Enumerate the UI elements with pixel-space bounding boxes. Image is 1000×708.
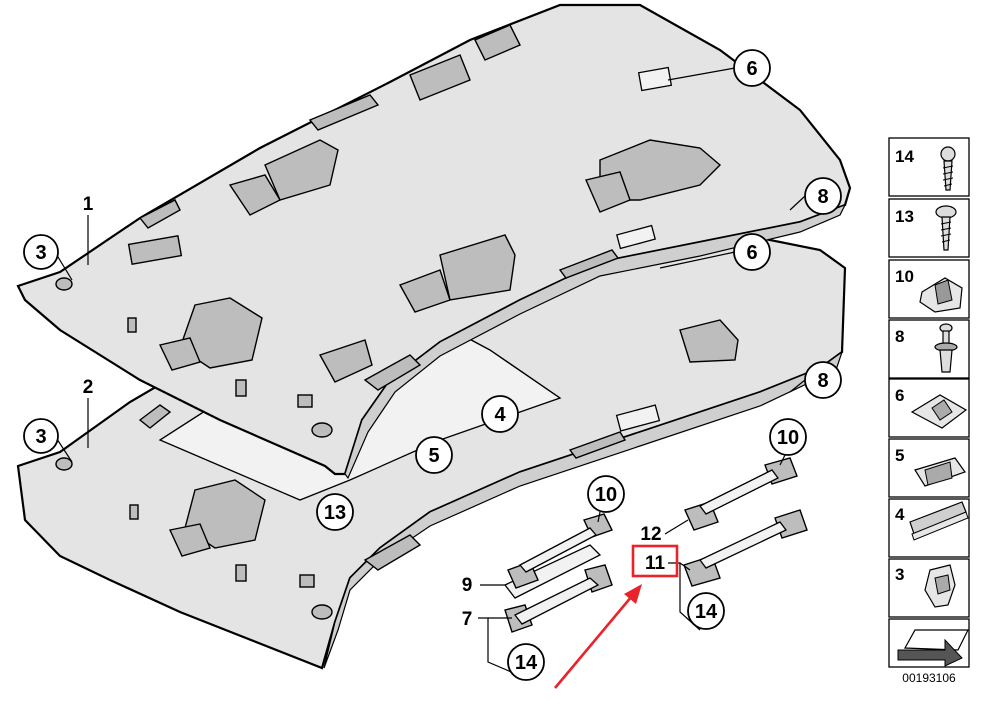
bracket-icon <box>910 394 968 429</box>
legend-item-10: 10 <box>888 259 970 319</box>
callout-6a-label: 6 <box>746 58 757 80</box>
label-2: 2 <box>83 377 94 398</box>
clip-icon <box>919 277 963 313</box>
push-pin-icon <box>934 323 958 373</box>
callout-5: 5 <box>415 436 453 474</box>
screw-icon <box>940 146 956 191</box>
legend-10-label: 10 <box>895 267 914 286</box>
label-1: 1 <box>83 194 94 215</box>
highlight-box <box>631 544 679 578</box>
clamp-icon <box>914 457 966 487</box>
legend-item-3: 3 <box>888 558 970 618</box>
legend-6-label: 6 <box>895 386 904 405</box>
label-7: 7 <box>462 609 473 630</box>
callout-3a: 3 <box>23 234 59 270</box>
callout-10b-label: 10 <box>777 427 799 449</box>
arrow-icon <box>897 629 969 667</box>
label-12: 12 <box>640 524 661 545</box>
callout-6b-label: 6 <box>746 242 757 264</box>
legend-item-14: 14 <box>888 137 970 197</box>
callout-3b: 3 <box>23 418 59 454</box>
label-9: 9 <box>462 575 473 596</box>
headliner-1 <box>16 3 852 480</box>
highlight-part-11: 11 <box>554 544 679 689</box>
legend-item-5: 5 <box>888 438 970 498</box>
callout-3a-label: 3 <box>35 242 46 264</box>
callout-4-label: 4 <box>494 404 506 426</box>
legend-5-label: 5 <box>895 446 904 465</box>
callout-10b: 10 <box>769 418 807 456</box>
callout-14b-label: 14 <box>515 652 538 674</box>
legend-4-label: 4 <box>895 505 905 524</box>
callout-13: 13 <box>316 493 354 531</box>
callout-6b: 6 <box>733 233 771 271</box>
highlight-arrow-head <box>624 584 642 604</box>
callout-8b: 8 <box>804 361 842 399</box>
callout-3b-label: 3 <box>35 426 46 448</box>
legend-8-label: 8 <box>895 327 904 346</box>
legend-14-label: 14 <box>895 147 914 166</box>
callout-10a: 10 <box>587 475 625 513</box>
grab-handle-left <box>503 544 613 633</box>
callout-13-label: 13 <box>324 502 346 524</box>
callout-14a-label: 14 <box>695 601 718 623</box>
reference-number: 00193106 <box>902 671 956 685</box>
grab-handle-upper-left <box>507 513 613 589</box>
callout-14a: 14 <box>687 592 725 630</box>
parts-legend: 14 13 10 <box>888 137 970 685</box>
legend-13-label: 13 <box>895 207 914 226</box>
strip-icon <box>909 501 969 541</box>
callout-14b: 14 <box>507 643 545 681</box>
legend-3-label: 3 <box>895 565 904 584</box>
callout-10a-label: 10 <box>595 484 617 506</box>
flat-screw-icon <box>935 205 957 251</box>
legend-item-6: 6 <box>888 378 970 438</box>
legend-item-13: 13 <box>888 198 970 258</box>
callout-5-label: 5 <box>428 445 439 467</box>
legend-item-8: 8 <box>888 319 970 379</box>
callout-6a: 6 <box>733 49 771 87</box>
legend-item-4: 4 <box>888 498 970 558</box>
legend-item-arrow <box>888 618 970 668</box>
callout-4: 4 <box>481 395 519 433</box>
spring-clip-icon <box>924 564 956 608</box>
grab-handle-right <box>683 457 808 587</box>
callout-8b-label: 8 <box>817 370 828 392</box>
callout-8a-label: 8 <box>817 186 828 208</box>
highlight-arrow-shaft <box>554 595 633 689</box>
callout-8a: 8 <box>804 177 842 215</box>
label-11: 11 <box>645 553 666 574</box>
